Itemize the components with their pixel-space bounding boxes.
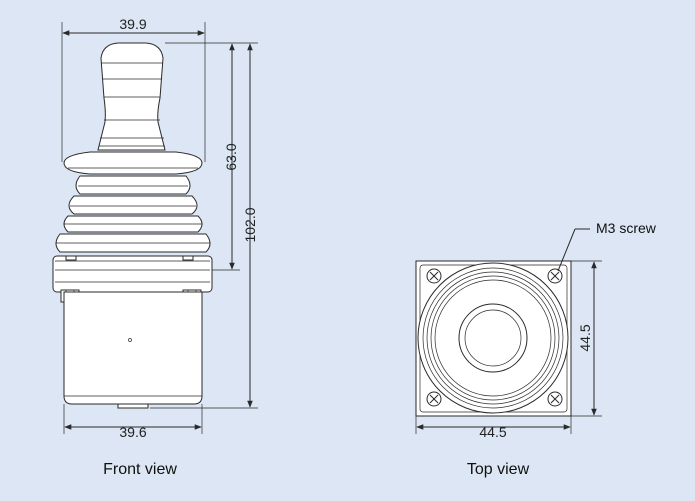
dim-top-width-label: 39.9 [119, 16, 146, 32]
top-view-caption: Top view [467, 461, 530, 478]
dim-top-view-height: 44.5 [571, 260, 602, 417]
dim-top-view-width-label: 44.5 [479, 424, 506, 440]
mounting-plate [52, 255, 213, 293]
screw-bottom-right [547, 391, 563, 407]
front-view-caption: Front view [103, 461, 177, 478]
dim-bottom-width: 39.6 [63, 404, 203, 440]
screw-bottom-left [426, 391, 442, 407]
screw-top-left [426, 268, 442, 284]
dim-total-height: 102.0 [150, 42, 258, 409]
dim-top-view-width: 44.5 [415, 416, 572, 440]
front-view-drawing: 39.9 [52, 16, 258, 478]
dim-top-view-height-label: 44.5 [577, 324, 593, 351]
dim-total-height-label: 102.0 [242, 207, 258, 242]
dim-handle-height-label: 63.0 [223, 143, 239, 170]
screw-callout: M3 screw [557, 220, 657, 272]
rubber-bellows [55, 175, 211, 253]
dim-top-width: 39.9 [61, 16, 206, 162]
screw-callout-label: M3 screw [596, 220, 657, 236]
screw-top-right [547, 268, 563, 284]
joystick-collar [63, 151, 203, 175]
dim-bottom-width-label: 39.6 [119, 424, 146, 440]
top-view-drawing: M3 screw 44.5 44.5 Top view [415, 220, 657, 478]
joystick-body [63, 291, 203, 409]
dim-handle-height: 63.0 [165, 42, 240, 271]
joystick-handle [97, 42, 166, 151]
top-concentric-rings [417, 262, 569, 414]
